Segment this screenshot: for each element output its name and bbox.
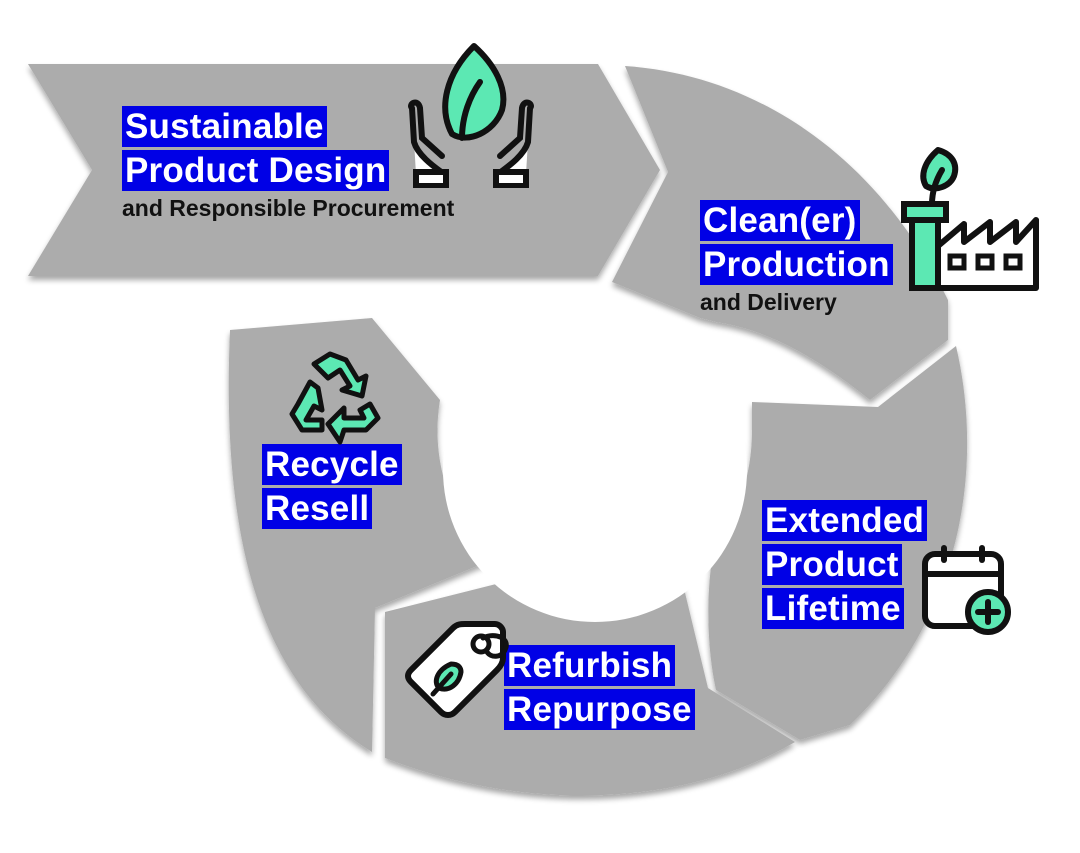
eco-tag-icon [405,621,509,718]
stage-design: Sustainable Product Design and Responsib… [122,106,454,222]
stage-production-title-line-2: Production [700,244,893,285]
stage-production-title-line-1: Clean(er) [700,200,860,241]
segment-recycle [228,318,492,752]
stage-recycle-title-line-1: Recycle [262,444,402,485]
stage-refurbish-title-line-2: Repurpose [504,689,695,730]
eco-factory-icon [901,147,1039,291]
stage-recycle: Recycle Resell [262,444,402,532]
segment-lifetime [708,346,968,740]
hands-holding-leaf-icon [408,43,534,188]
stage-lifetime-title-line-3: Lifetime [762,588,904,629]
stage-design-title-line-1: Sustainable [122,106,327,147]
stage-recycle-title-line-2: Resell [262,488,373,529]
stage-lifetime-title-line-1: Extended [762,500,928,541]
stage-design-subtitle: and Responsible Procurement [122,195,455,221]
stage-refurbish: Refurbish Repurpose [504,645,695,733]
calendar-plus-icon [922,545,1011,635]
stage-lifetime-title-line-2: Product [762,544,902,585]
stage-production-subtitle: and Delivery [700,289,837,315]
stage-production: Clean(er) Production and Delivery [700,200,893,316]
stage-design-title-line-2: Product Design [122,150,390,191]
stage-lifetime: Extended Product Lifetime [762,500,928,632]
center-hub [443,318,747,622]
stage-refurbish-title-line-1: Refurbish [504,645,676,686]
recycle-icon [289,351,381,445]
